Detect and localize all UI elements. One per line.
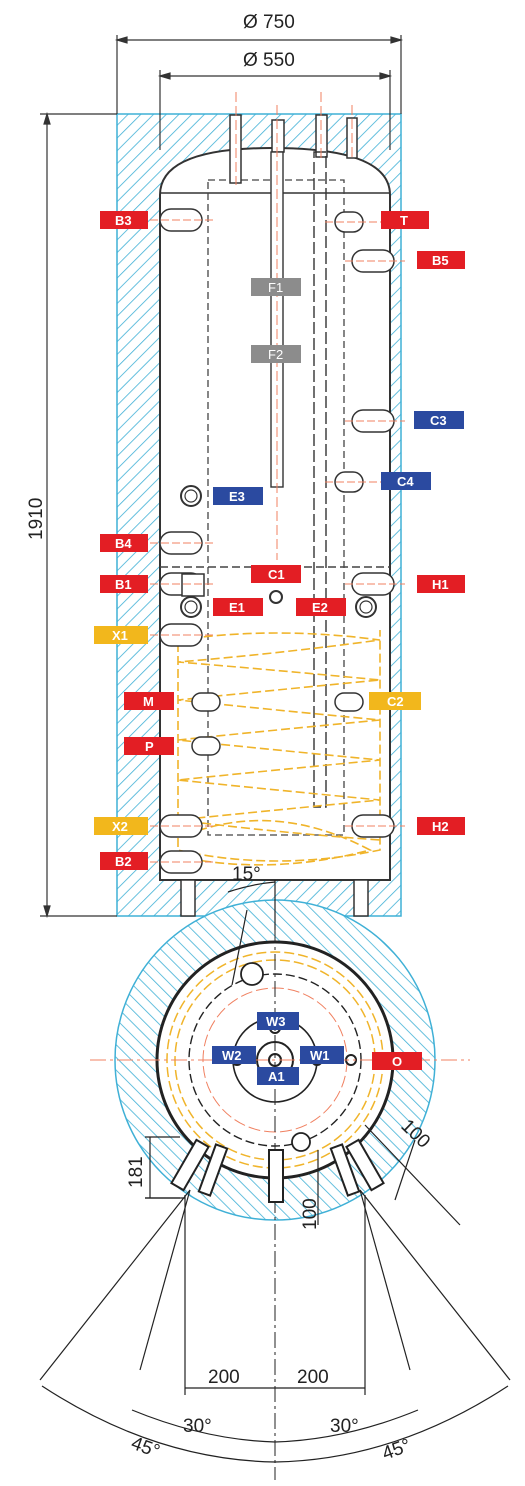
svg-text:A1: A1 — [268, 1069, 285, 1084]
svg-text:H1: H1 — [432, 577, 449, 592]
leg-right — [353, 879, 369, 917]
svg-text:O: O — [392, 1054, 402, 1069]
svg-text:C4: C4 — [397, 474, 414, 489]
tag-F2 — [251, 345, 301, 363]
outer-diameter-label: Ø 750 — [243, 12, 295, 33]
tag-C1 — [251, 565, 301, 583]
width-200-left-label: 200 — [208, 1367, 240, 1388]
tag-W2 — [212, 1046, 256, 1064]
angle-30-right-label: 30° — [330, 1416, 359, 1437]
elevation-view: Ø 750 Ø 550 1910 B3 T B5 F1 F2 — [26, 12, 465, 919]
svg-text:F2: F2 — [268, 347, 283, 362]
svg-text:E3: E3 — [229, 489, 245, 504]
tag-B3 — [100, 211, 148, 229]
svg-text:C3: C3 — [430, 413, 447, 428]
tag-W3 — [257, 1012, 299, 1030]
svg-text:X1: X1 — [112, 628, 128, 643]
svg-text:E2: E2 — [312, 600, 328, 615]
width-200-right-label: 200 — [297, 1367, 329, 1388]
plan-view: W3 W2 W1 O A1 15° 100 100 181 200 200 30… — [39, 864, 511, 1480]
tag-T — [381, 211, 429, 229]
tag-C3 — [414, 411, 464, 429]
angle-15-label: 15° — [232, 864, 261, 885]
tag-H1 — [417, 575, 465, 593]
tag-A1 — [257, 1067, 299, 1085]
anode-tube — [313, 151, 327, 808]
tag-M — [124, 692, 174, 710]
side-nozzles — [159, 208, 395, 874]
tag-B4 — [100, 534, 148, 552]
tag-C4 — [381, 472, 431, 490]
tag-H2 — [417, 817, 465, 835]
tag-X1 — [94, 626, 148, 644]
inner-diameter-label: Ø 550 — [243, 50, 295, 71]
tag-X2 — [94, 817, 148, 835]
svg-text:B4: B4 — [115, 536, 132, 551]
tag-B2 — [100, 852, 148, 870]
offset-100-bottom-label: 100 — [300, 1198, 321, 1230]
connection-tags-elevation: B3 T B5 F1 F2 C3 C4 E3 B4 B1 C1 H1 E1 — [94, 211, 465, 870]
svg-text:H2: H2 — [432, 819, 449, 834]
svg-text:W1: W1 — [310, 1048, 330, 1063]
svg-text:B5: B5 — [432, 253, 449, 268]
angle-30-left-label: 30° — [183, 1416, 212, 1437]
tag-E3 — [213, 487, 263, 505]
svg-text:C2: C2 — [387, 694, 404, 709]
plan-bottom-nozzles — [170, 1138, 385, 1203]
tag-E2 — [296, 598, 346, 616]
svg-text:B3: B3 — [115, 213, 132, 228]
dimension-height — [40, 111, 117, 919]
tag-O — [372, 1052, 422, 1070]
tag-C2 — [369, 692, 421, 710]
top-nozzle-2 — [271, 119, 285, 153]
angle-45-right-label: 45° — [380, 1435, 414, 1465]
tag-B1 — [100, 575, 148, 593]
svg-text:T: T — [400, 213, 408, 228]
leg-left — [180, 879, 196, 917]
svg-text:F1: F1 — [268, 280, 283, 295]
svg-text:E1: E1 — [229, 600, 245, 615]
tag-P — [124, 737, 174, 755]
dimension-inner-diameter — [157, 70, 393, 150]
tag-W1 — [300, 1046, 344, 1064]
height-181-label: 181 — [126, 1156, 147, 1188]
height-label: 1910 — [26, 498, 47, 540]
angle-45-left-label: 45° — [128, 1433, 162, 1463]
svg-text:M: M — [143, 694, 154, 709]
svg-text:W2: W2 — [222, 1048, 242, 1063]
svg-text:W3: W3 — [266, 1014, 286, 1029]
tag-E1 — [213, 598, 263, 616]
tag-B5 — [417, 251, 465, 269]
plan-dimensions — [39, 880, 511, 1463]
round-ports — [180, 485, 377, 618]
svg-text:X2: X2 — [112, 819, 128, 834]
svg-text:B2: B2 — [115, 854, 132, 869]
svg-text:C1: C1 — [268, 567, 285, 582]
svg-text:B1: B1 — [115, 577, 132, 592]
svg-text:P: P — [145, 739, 154, 754]
dimension-outer-diameter — [114, 35, 404, 114]
tag-F1 — [251, 278, 301, 296]
